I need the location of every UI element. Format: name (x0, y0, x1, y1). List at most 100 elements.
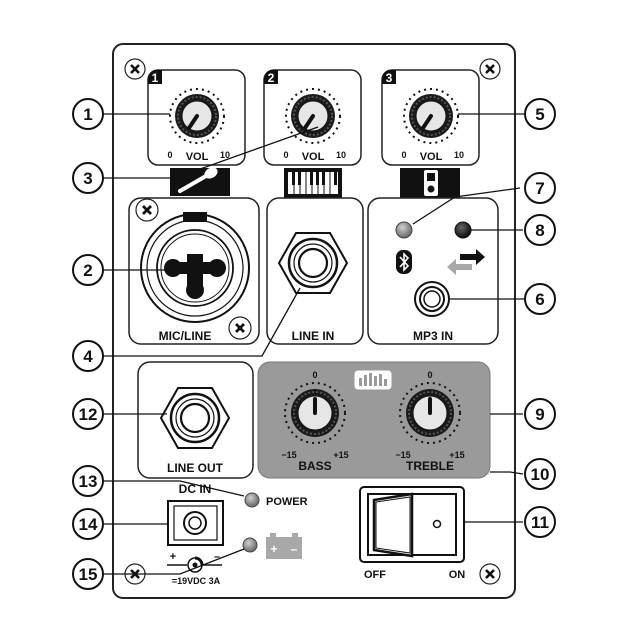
callout-7: 7 (524, 172, 556, 204)
mp3-bluetooth-section: MP3 IN (367, 197, 499, 345)
dc-plus-label: + (170, 551, 176, 563)
channel-2-volume: 2 0 VOL 10 (263, 69, 362, 166)
treble-zero-label: 0 (427, 370, 432, 380)
line-out-label: LINE OUT (167, 461, 224, 475)
power-label: POWER (266, 496, 308, 508)
vol-label: VOL (302, 151, 325, 163)
callout-number: 12 (79, 405, 98, 424)
microphone-icon (170, 167, 230, 196)
callout-number: 3 (83, 169, 92, 188)
bluetooth-icon (396, 250, 412, 274)
callout-leaders (103, 113, 525, 575)
screw-icon (228, 316, 252, 340)
battery-led (242, 537, 258, 553)
mp3-in-label: MP3 IN (413, 329, 453, 343)
callout-number: 6 (535, 290, 544, 309)
callout-12: 12 (72, 398, 104, 430)
callout-number: 13 (79, 472, 98, 491)
switch-on-label: ON (449, 569, 466, 581)
vol-min: 0 (401, 150, 406, 160)
callout-6: 6 (524, 283, 556, 315)
treble-knob[interactable] (399, 382, 461, 444)
channel-3-volume: 3 0 VOL 10 (381, 69, 480, 166)
callout-9: 9 (524, 398, 556, 430)
callout-1: 1 (72, 98, 104, 130)
bass-min-label: −15 (281, 450, 296, 460)
vol-min: 0 (167, 150, 172, 160)
swap-arrows-icon (447, 249, 485, 275)
screw-icon (124, 58, 146, 80)
battery-icon: + – (266, 533, 302, 559)
callout-number: 14 (79, 515, 98, 534)
callout-10: 10 (524, 458, 556, 490)
vol-label: VOL (420, 151, 443, 163)
channel-number: 3 (386, 71, 393, 85)
dc-in-label: DC IN (179, 482, 212, 496)
bass-zero-label: 0 (312, 370, 317, 380)
callout-number: 2 (83, 261, 92, 280)
battery-minus-label: – (291, 542, 298, 556)
treble-min-label: −15 (395, 450, 410, 460)
power-led (244, 492, 260, 508)
volume-knob[interactable] (169, 88, 225, 144)
vol-max: 10 (336, 150, 346, 160)
callout-3: 3 (72, 162, 104, 194)
line-in-label: LINE IN (292, 329, 335, 343)
screw-icon (479, 58, 501, 80)
power-switch[interactable] (359, 486, 465, 563)
callout-number: 11 (531, 513, 549, 532)
callout-number: 10 (531, 465, 550, 484)
volume-knob[interactable] (403, 88, 459, 144)
keyboard-icon (284, 168, 342, 198)
callout-5: 5 (524, 98, 556, 130)
mp3-in-jack[interactable] (414, 281, 450, 317)
callout-4: 4 (72, 340, 104, 372)
callout-8: 8 (524, 214, 556, 246)
callout-number: 9 (535, 405, 544, 424)
mp3-player-icon (400, 168, 460, 198)
screw-icon (135, 198, 159, 222)
callout-number: 7 (535, 179, 544, 198)
mic-line-label: MIC/LINE (159, 329, 212, 343)
callout-2: 2 (72, 254, 104, 286)
dc-minus-label: – (214, 551, 220, 563)
bluetooth-led (395, 221, 413, 239)
callout-number: 1 (83, 105, 92, 124)
callout-number: 5 (535, 105, 544, 124)
vol-min: 0 (283, 150, 288, 160)
volume-knob[interactable] (285, 88, 341, 144)
battery-plus-label: + (270, 542, 277, 556)
eq-section: 0 −15 +15 BASS 0 −15 +15 TREBLE (257, 361, 491, 479)
line-in-input: LINE IN (266, 197, 364, 345)
quarter-inch-jack[interactable] (159, 387, 231, 449)
screw-icon (479, 563, 501, 585)
channel-number: 2 (268, 71, 275, 85)
dc-spec-label: =19VDC 3A (172, 576, 221, 586)
input-select-led (454, 221, 472, 239)
dc-in-jack[interactable] (167, 500, 224, 546)
quarter-inch-jack[interactable] (277, 232, 349, 294)
mic-line-input: MIC/LINE (128, 197, 260, 345)
channel-number: 1 (152, 71, 159, 85)
callout-15: 15 (72, 558, 104, 590)
treble-label: TREBLE (406, 459, 454, 473)
callout-13: 13 (72, 465, 104, 497)
callout-number: 8 (535, 221, 544, 240)
dc-polarity-icon: + – (167, 551, 222, 573)
bass-max-label: +15 (333, 450, 348, 460)
equalizer-icon (354, 370, 392, 390)
bass-knob[interactable] (284, 382, 346, 444)
xlr-combo-jack[interactable] (140, 212, 250, 323)
vol-max: 10 (454, 150, 464, 160)
treble-max-label: +15 (449, 450, 464, 460)
bass-label: BASS (298, 459, 331, 473)
callout-11: 11 (524, 506, 556, 538)
callout-number: 15 (79, 565, 98, 584)
callout-14: 14 (72, 508, 104, 540)
switch-off-label: OFF (364, 569, 386, 581)
line-out-output: LINE OUT (137, 361, 254, 479)
callout-number: 4 (83, 347, 93, 366)
vol-label: VOL (186, 151, 209, 163)
channel-1-volume: 1 0 VOL 10 (147, 69, 246, 166)
